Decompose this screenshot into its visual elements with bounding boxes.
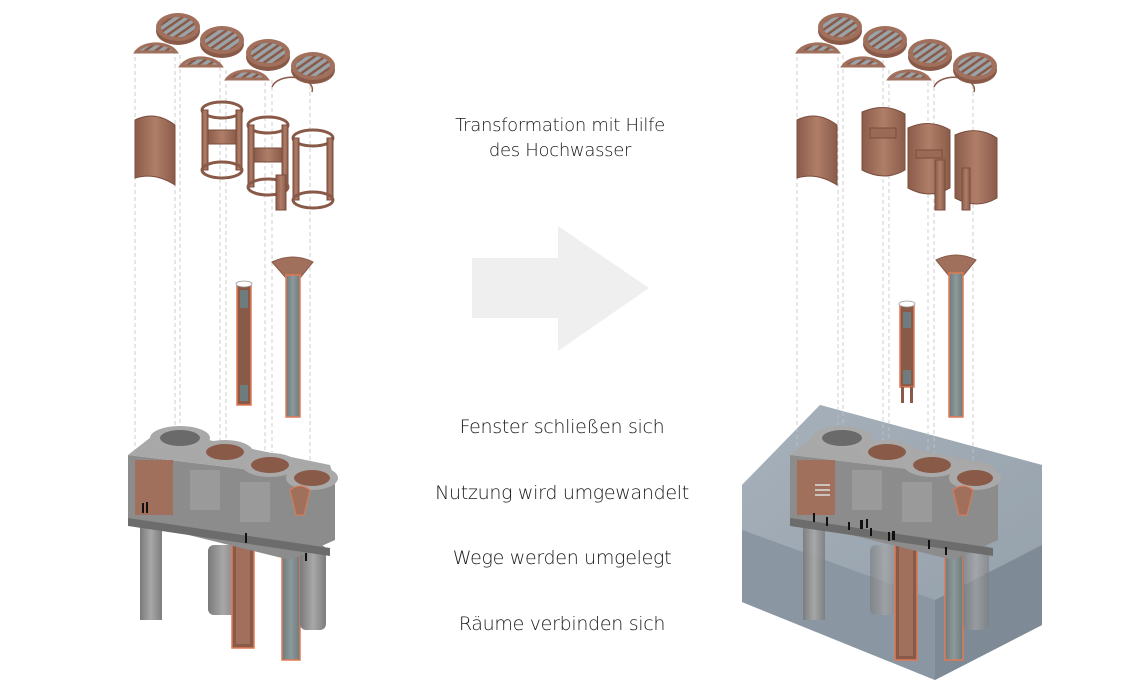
copper-shells bbox=[796, 107, 998, 211]
copper-shells bbox=[134, 100, 335, 211]
grate-disc bbox=[818, 13, 862, 45]
diagram-after bbox=[742, 13, 1042, 680]
funnel-column bbox=[935, 254, 977, 418]
concrete-base bbox=[790, 426, 1001, 661]
grate-disc bbox=[156, 13, 200, 45]
elevator-shaft bbox=[898, 300, 916, 403]
title-line-2: des Hochwasser bbox=[488, 140, 632, 161]
roof-grate-halves bbox=[133, 42, 314, 93]
step-label-windows: Fenster schließen sich bbox=[459, 416, 665, 438]
concrete-base bbox=[128, 426, 338, 661]
diagram-before bbox=[128, 13, 338, 661]
transformation-arrow-icon bbox=[472, 226, 649, 351]
step-label-paths: Wege werden umgelegt bbox=[452, 547, 672, 569]
copper-cylinder bbox=[275, 128, 335, 211]
elevator-shaft bbox=[235, 280, 253, 406]
grate-disc bbox=[291, 52, 335, 84]
roof-grate-halves bbox=[795, 42, 976, 93]
title-line-1: Transformation mit Hilfe bbox=[455, 115, 665, 136]
copper-cylinder bbox=[246, 115, 290, 197]
diagram-title: Transformation mit Hilfe des Hochwasser bbox=[445, 113, 675, 163]
step-label-spaces: Räume verbinden sich bbox=[458, 613, 666, 635]
step-label-usage: Nutzung wird umgewandelt bbox=[435, 482, 689, 504]
grate-disc bbox=[863, 26, 907, 58]
grate-disc bbox=[246, 39, 290, 71]
people-silhouettes bbox=[142, 502, 307, 561]
grate-disc bbox=[953, 52, 997, 84]
roof-grate-discs bbox=[818, 13, 997, 84]
guide-lines bbox=[134, 50, 311, 470]
grate-disc bbox=[908, 39, 952, 71]
funnel-column bbox=[271, 256, 314, 418]
people-silhouettes bbox=[813, 513, 947, 555]
grate-disc bbox=[200, 26, 244, 58]
copper-cylinder bbox=[200, 100, 244, 180]
roof-grate-discs bbox=[156, 13, 335, 84]
